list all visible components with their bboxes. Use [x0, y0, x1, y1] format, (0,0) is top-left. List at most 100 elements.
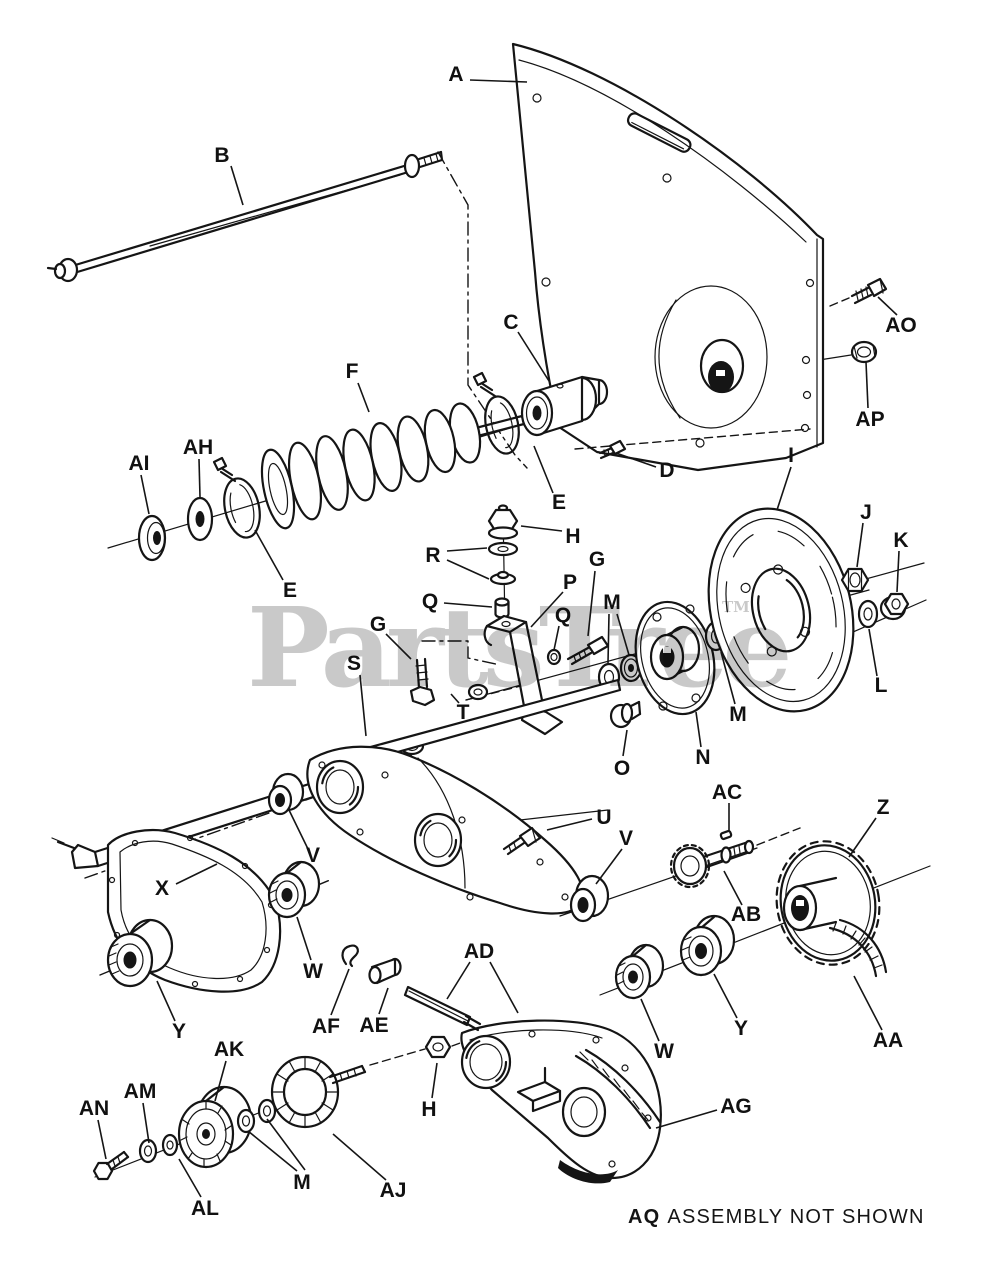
- bearing-w-right: [614, 943, 665, 1000]
- part-label-p: P: [563, 571, 577, 594]
- leader-m: [247, 1130, 298, 1172]
- leader-v: [595, 848, 623, 885]
- pulley-i: [707, 507, 855, 713]
- part-label-af: AF: [312, 1015, 340, 1038]
- leader-h: [520, 525, 563, 532]
- part-label-w: W: [303, 960, 323, 983]
- leader-v: [288, 809, 309, 850]
- leader-n: [695, 711, 702, 748]
- leader-r: [446, 547, 488, 552]
- nut-j: [840, 567, 870, 593]
- leader-ai: [140, 474, 150, 515]
- bracket-p: [483, 614, 564, 736]
- part-label-b: B: [214, 144, 229, 167]
- part-label-e: E: [552, 491, 566, 514]
- leader-j: [856, 522, 864, 568]
- chaincase-cover-ag: [460, 1014, 662, 1184]
- shaft-rod-b: [46, 150, 444, 283]
- part-label-h: H: [565, 525, 580, 548]
- spacer-ae: [368, 957, 402, 985]
- part-label-j: J: [860, 501, 872, 524]
- chaincase-plate: [306, 745, 585, 915]
- leader-d: [615, 452, 657, 468]
- leader-g: [587, 570, 596, 637]
- leader-al: [178, 1158, 202, 1198]
- part-label-m: M: [729, 703, 747, 726]
- bearing-v-right: [569, 874, 610, 923]
- leader-t: [450, 693, 460, 704]
- leader-b: [230, 165, 244, 206]
- leader-aj: [332, 1133, 387, 1181]
- part-label-o: O: [614, 757, 630, 780]
- part-label-k: K: [893, 529, 908, 552]
- clamp-e-left: [212, 456, 261, 539]
- leader-af: [330, 968, 350, 1016]
- part-label-ai: AI: [129, 452, 150, 475]
- leader-ag: [655, 1109, 718, 1129]
- part-label-z: Z: [877, 796, 890, 819]
- bearing-y-left: [106, 918, 174, 988]
- chain-segment-aa: [828, 918, 888, 978]
- chain-aj: [270, 1055, 367, 1129]
- leader-o: [622, 729, 628, 757]
- bearing-v-left: [267, 772, 305, 816]
- part-label-d: D: [659, 459, 674, 482]
- leader-p: [530, 591, 564, 628]
- leader-w: [640, 998, 660, 1042]
- part-label-m: M: [293, 1171, 311, 1194]
- part-label-v: V: [306, 844, 320, 867]
- washer-am: [138, 1138, 158, 1164]
- part-label-al: AL: [191, 1197, 219, 1220]
- sprocket-z: [775, 840, 881, 966]
- leader-x: [175, 863, 218, 885]
- clamp-e-right: [472, 371, 520, 455]
- leader-ap: [865, 361, 869, 409]
- shaft-ab: [669, 839, 755, 889]
- part-label-i: I: [788, 444, 794, 467]
- part-label-ad: AD: [464, 940, 494, 963]
- part-label-l: L: [875, 674, 888, 697]
- leader-s: [359, 674, 367, 737]
- washer-m-4: [236, 1108, 256, 1134]
- clip-af: [341, 944, 359, 968]
- leader-ab: [723, 870, 743, 906]
- leader-z: [848, 817, 877, 858]
- leader-q: [443, 602, 493, 608]
- leader-l: [868, 628, 878, 677]
- part-label-s: S: [347, 652, 361, 675]
- part-label-ae: AE: [359, 1014, 388, 1037]
- leader-m: [720, 651, 736, 705]
- part-label-t: T: [457, 701, 470, 724]
- part-label-v: V: [619, 827, 633, 850]
- washer-l: [857, 599, 879, 629]
- leader-r: [446, 559, 490, 580]
- part-label-aj: AJ: [380, 1179, 407, 1202]
- auger-spring-f: [260, 402, 526, 530]
- bearing-c: [520, 375, 609, 437]
- leader-i: [776, 466, 792, 511]
- part-label-x: X: [155, 877, 169, 900]
- leader-w: [296, 916, 312, 961]
- leader-y: [713, 973, 738, 1019]
- leader-m: [607, 613, 610, 664]
- leader-an: [97, 1119, 107, 1160]
- part-label-u: U: [596, 806, 611, 829]
- hub-n: [634, 600, 716, 716]
- leader-c: [517, 331, 550, 382]
- part-label-n: N: [695, 746, 710, 769]
- part-label-r: R: [425, 544, 440, 567]
- leader-g: [385, 633, 412, 660]
- part-label-ab: AB: [731, 903, 761, 926]
- part-label-h: H: [421, 1098, 436, 1121]
- part-label-an: AN: [79, 1097, 109, 1120]
- part-label-ap: AP: [855, 408, 884, 431]
- bolt-u: [502, 826, 542, 856]
- bolt-an: [92, 1150, 130, 1181]
- bolt-d: [598, 439, 627, 460]
- part-label-g: G: [370, 613, 386, 636]
- watermark-partstree: PartsTree: [247, 583, 788, 712]
- nut-h-top: [487, 504, 519, 540]
- watermark-tm: TM: [722, 598, 750, 616]
